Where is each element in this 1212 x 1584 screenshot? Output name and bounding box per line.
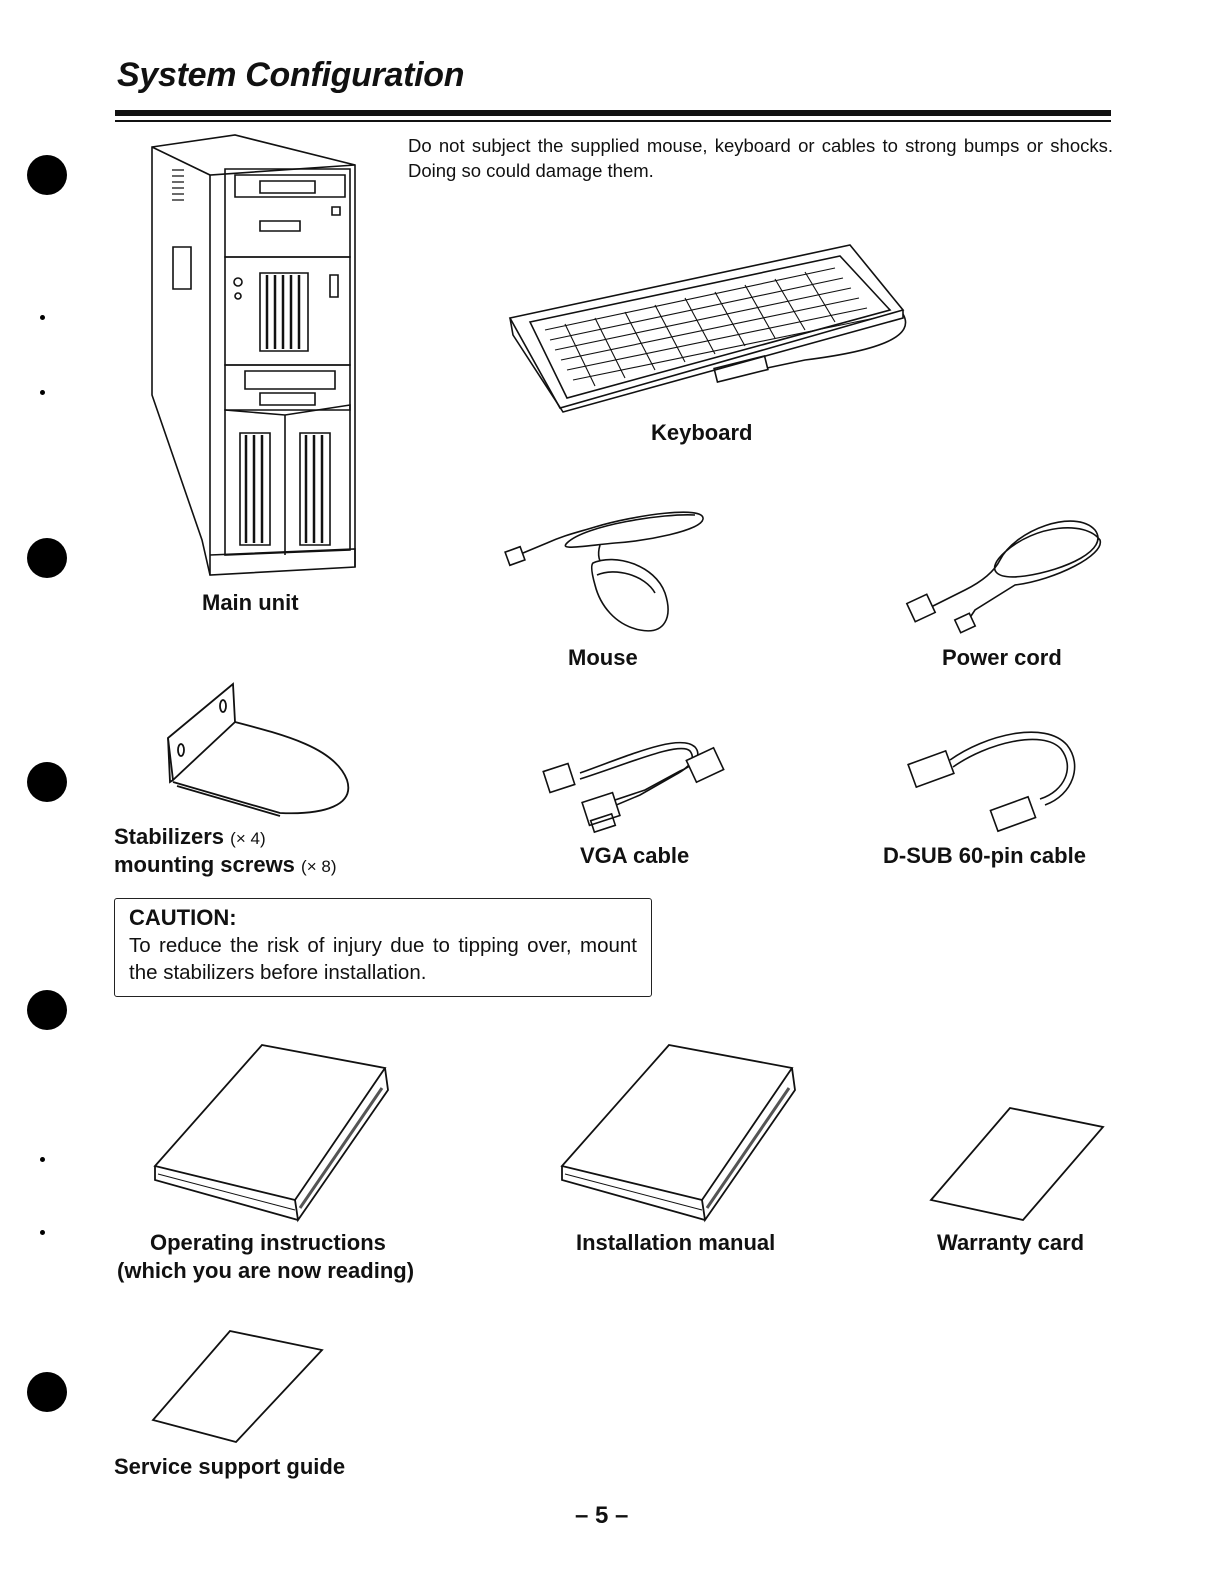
- main-unit-label: Main unit: [202, 590, 299, 615]
- title-rule: [115, 110, 1111, 116]
- dsub-cable-label: D-SUB 60-pin cable: [883, 843, 1086, 868]
- dsub-cable-icon: [905, 725, 1080, 835]
- tower-pc-icon: [140, 135, 360, 585]
- punch-hole: [27, 762, 67, 802]
- power-cord-label: Power cord: [942, 645, 1062, 670]
- punch-dot: [40, 390, 45, 395]
- screws-label: mounting screws (× 8): [114, 852, 336, 878]
- punch-hole: [27, 538, 67, 578]
- service-support-guide-icon: [150, 1328, 330, 1448]
- punch-dot: [40, 1230, 45, 1235]
- stabilizers-name: Stabilizers: [114, 824, 225, 849]
- caution-text: To reduce the risk of injury due to tipp…: [129, 934, 637, 984]
- punch-dot: [40, 1157, 45, 1162]
- stabilizer-bracket-icon: [165, 680, 355, 815]
- installation-manual-label: Installation manual: [576, 1230, 776, 1255]
- power-cord-icon: [905, 510, 1110, 635]
- vga-cable-label: VGA cable: [580, 843, 690, 868]
- operating-instructions-label: Operating instructions: [150, 1230, 386, 1255]
- punch-hole: [27, 155, 67, 195]
- warranty-card-label: Warranty card: [937, 1230, 1085, 1255]
- installation-manual-book-icon: [557, 1040, 807, 1225]
- mouse-label: Mouse: [568, 645, 638, 670]
- operating-instructions-sublabel: (which you are now reading): [117, 1258, 415, 1283]
- keyboard-icon: [505, 240, 910, 415]
- punch-hole: [27, 1372, 67, 1412]
- operating-instructions-book-icon: [150, 1040, 400, 1225]
- title-rule-thin: [115, 120, 1111, 122]
- handling-note: Do not subject the supplied mouse, keybo…: [408, 135, 1113, 181]
- page-number: – 5 –: [575, 1502, 629, 1529]
- service-support-guide-label: Service support guide: [114, 1454, 346, 1479]
- caution-box: CAUTION: To reduce the risk of injury du…: [114, 898, 652, 997]
- mouse-icon: [505, 505, 710, 635]
- punch-hole: [27, 990, 67, 1030]
- keyboard-label: Keyboard: [651, 420, 753, 445]
- warranty-card-icon: [928, 1105, 1108, 1225]
- screws-name: mounting screws: [114, 852, 295, 877]
- punch-dot: [40, 315, 45, 320]
- page-title: System Configuration: [117, 56, 465, 94]
- vga-cable-icon: [540, 735, 740, 835]
- stabilizers-label: Stabilizers (× 4): [114, 824, 266, 850]
- caution-title: CAUTION:: [129, 905, 237, 930]
- stabilizers-qty: (× 4): [230, 829, 266, 848]
- screws-qty: (× 8): [301, 857, 337, 876]
